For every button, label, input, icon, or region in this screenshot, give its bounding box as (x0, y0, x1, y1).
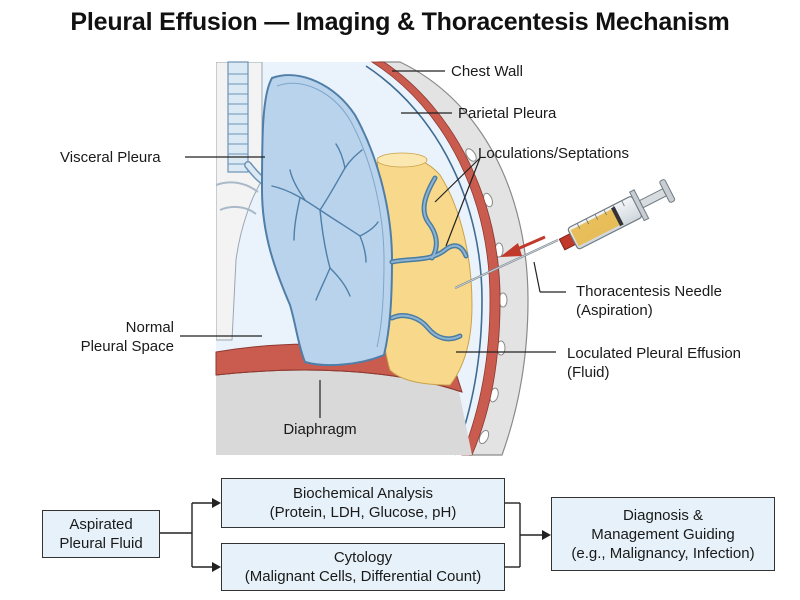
label-needle-line1: Thoracentesis Needle (576, 283, 722, 300)
direction-arrow-icon (500, 235, 546, 257)
box-aspirated-fluid: Aspirated Pleural Fluid (42, 510, 160, 558)
label-thoracentesis-needle: Thoracentesis Needle (Aspiration) (576, 282, 722, 320)
page-title: Pleural Effusion — Imaging & Thoracentes… (70, 8, 730, 36)
label-needle-line2: (Aspiration) (576, 302, 653, 319)
label-visceral-pleura: Visceral Pleura (60, 149, 161, 166)
box-biochem-line2: (Protein, LDH, Glucose, pH) (269, 504, 457, 521)
label-normal-line1: Normal (125, 319, 174, 336)
label-chest-wall: Chest Wall (451, 63, 523, 80)
syringe-icon (558, 179, 676, 251)
parietal-pleura-line (365, 65, 483, 456)
label-diaphragm: Diaphragm (283, 421, 357, 438)
box-cytology: Cytology (Malignant Cells, Differential … (221, 543, 505, 591)
box-diagnosis-line3: (e.g., Malignancy, Infection) (571, 544, 755, 562)
label-parietal-pleura: Parietal Pleura (458, 105, 557, 122)
box-diagnosis: Diagnosis & Management Guiding (e.g., Ma… (551, 497, 775, 571)
trachea (227, 61, 276, 190)
label-effusion-line2: (Fluid) (567, 364, 610, 381)
box-cytology-line1: Cytology (333, 549, 393, 566)
box-diagnosis-line1: Diagnosis & (622, 506, 704, 524)
label-loculated-effusion: Loculated Pleural Effusion (Fluid) (567, 344, 741, 382)
flowchart-arrowheads (212, 498, 551, 572)
label-normal-line2: Pleural Space (80, 338, 174, 355)
box-source-line2: Pleural Fluid (59, 535, 143, 552)
label-effusion-line1: Loculated Pleural Effusion (567, 345, 742, 362)
lung (260, 74, 394, 367)
label-loculations: Loculations/Septations (478, 145, 629, 162)
box-biochem-line1: Biochemical Analysis (292, 485, 434, 502)
box-diagnosis-line2: Management Guiding (591, 525, 735, 543)
flowchart-connectors (160, 502, 542, 568)
box-source-line1: Aspirated (69, 516, 133, 533)
rib-cross-sections (465, 148, 508, 445)
fluid-surface (376, 152, 428, 168)
left-bronchus-2 (219, 205, 257, 215)
box-biochemical-analysis: Biochemical Analysis (Protein, LDH, Gluc… (221, 478, 505, 528)
box-cytology-line2: (Malignant Cells, Differential Count) (244, 568, 482, 585)
left-bronchus (216, 181, 259, 193)
label-normal-pleural-space: Normal Pleural Space (40, 318, 174, 356)
bronchial-tree (271, 143, 379, 301)
leader-lines (180, 70, 566, 418)
